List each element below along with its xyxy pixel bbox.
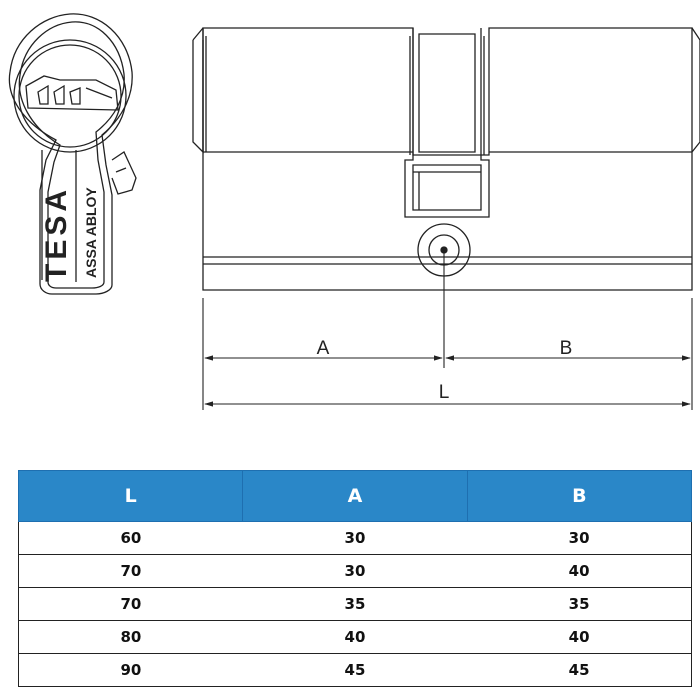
dimension-b-label: B xyxy=(560,338,573,359)
table-header-row: L A B xyxy=(17,470,693,522)
table-row: 80 40 40 xyxy=(17,620,693,654)
cell-b: 35 xyxy=(467,587,693,621)
table-row: 90 45 45 xyxy=(17,653,693,687)
cell-l: 70 xyxy=(17,587,243,621)
cell-b: 40 xyxy=(467,620,693,654)
cell-b: 30 xyxy=(467,521,693,555)
dimension-lines xyxy=(202,250,693,410)
cell-l: 70 xyxy=(17,554,243,588)
cell-l: 80 xyxy=(17,620,243,654)
cell-a: 45 xyxy=(242,653,468,687)
column-header-b: B xyxy=(466,470,693,522)
dimension-a-label: A xyxy=(317,338,330,359)
cell-b: 45 xyxy=(467,653,693,687)
cell-a: 30 xyxy=(242,521,468,555)
cell-l: 90 xyxy=(17,653,243,687)
cylinder-side-view xyxy=(192,27,700,291)
cell-a: 30 xyxy=(242,554,468,588)
logo-brand: TESA xyxy=(40,186,73,282)
dimension-table: L A B 60 30 30 70 30 40 70 35 35 80 xyxy=(17,470,693,687)
cell-a: 40 xyxy=(242,620,468,654)
cell-b: 40 xyxy=(467,554,693,588)
cylinder-technical-drawing: TESA ASSA ABLOY xyxy=(8,13,700,410)
column-header-l: L xyxy=(17,470,244,522)
table-row: 60 30 30 xyxy=(17,521,693,555)
cylinder-front-view xyxy=(8,13,137,295)
table-row: 70 35 35 xyxy=(17,587,693,621)
cell-l: 60 xyxy=(17,521,243,555)
column-header-a: A xyxy=(242,470,468,522)
dimension-l-label: L xyxy=(439,382,450,403)
table-row: 70 30 40 xyxy=(17,554,693,588)
cell-a: 35 xyxy=(242,587,468,621)
logo-sub-brand: ASSA ABLOY xyxy=(83,187,99,278)
